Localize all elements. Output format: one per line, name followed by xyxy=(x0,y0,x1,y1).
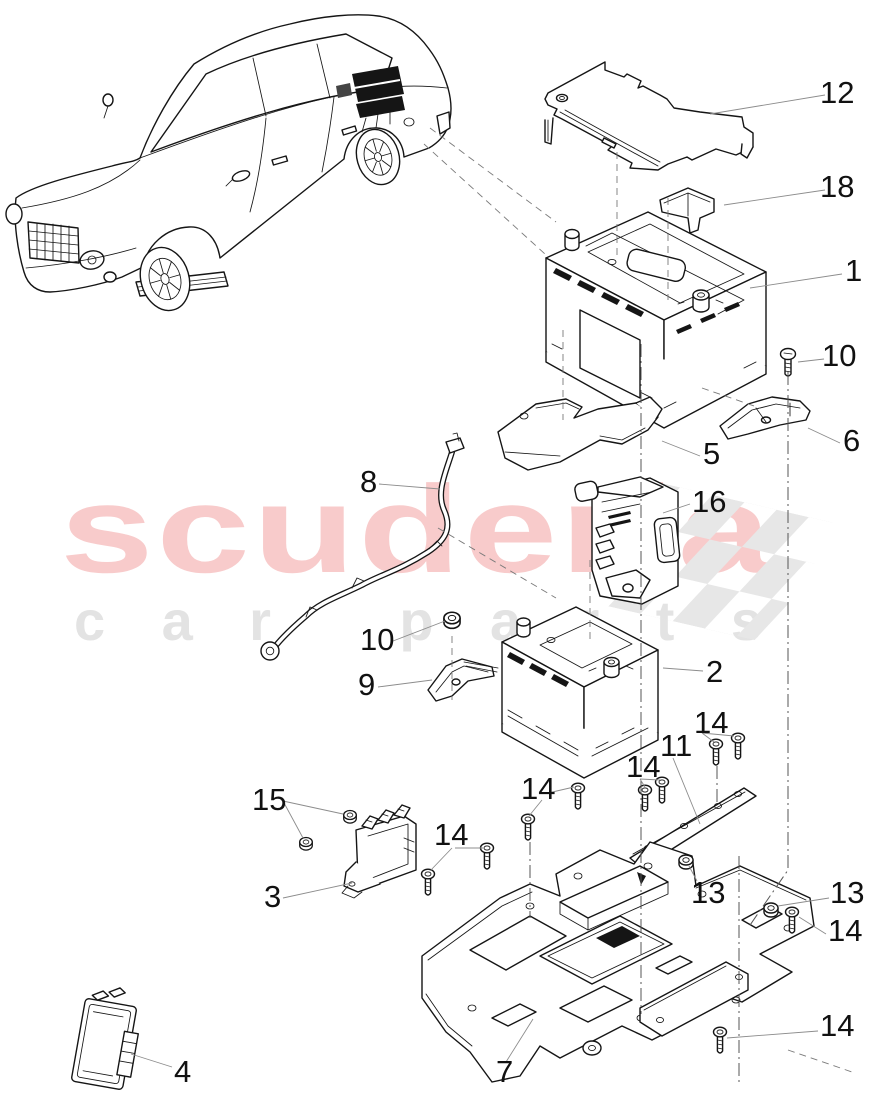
callout-11: 11 xyxy=(660,728,692,763)
callout-12: 12 xyxy=(820,75,854,110)
callout-8: 8 xyxy=(360,464,377,499)
callout-9: 9 xyxy=(358,667,375,702)
callout-10-right: 10 xyxy=(822,338,856,373)
callout-18: 18 xyxy=(820,169,854,204)
battery-location-highlight xyxy=(336,66,405,133)
part-battery-small xyxy=(501,606,659,779)
part-terminal-clamp-upper xyxy=(719,396,811,440)
callout-14-a: 14 xyxy=(694,705,728,740)
callout-4: 4 xyxy=(174,1054,191,1089)
car-locator-drawing xyxy=(5,14,452,312)
callout-7: 7 xyxy=(496,1054,513,1089)
part-control-unit xyxy=(71,987,139,1090)
callout-14-d: 14 xyxy=(434,817,468,852)
callout-13-right: 13 xyxy=(830,875,864,910)
callout-5: 5 xyxy=(703,436,720,471)
front-wheel xyxy=(139,246,191,312)
callout-3: 3 xyxy=(264,879,281,914)
construction-lines xyxy=(423,127,853,1082)
part-battery-cover-plate xyxy=(544,61,754,171)
callout-13-left: 13 xyxy=(691,875,725,910)
callout-10-left: 10 xyxy=(360,622,394,657)
part-battery-cable xyxy=(260,432,465,661)
callout-15: 15 xyxy=(252,782,286,817)
part-terminal-clamp-lower xyxy=(427,658,499,702)
callout-2: 2 xyxy=(706,654,723,689)
leader-lines xyxy=(130,94,843,1068)
part-heat-shield-plate xyxy=(497,396,663,471)
callout-14-f: 14 xyxy=(820,1008,854,1043)
part-battery-monitor-module xyxy=(574,476,681,605)
callout-labels: 12 18 1 10 6 5 16 8 10 9 2 14 11 14 14 1… xyxy=(174,75,864,1089)
callout-14-c: 14 xyxy=(521,771,555,806)
callout-14-e: 14 xyxy=(828,913,862,948)
callout-16: 16 xyxy=(692,484,726,519)
rear-wheel xyxy=(355,128,401,186)
part-battery-tray xyxy=(421,841,815,1083)
part-battery-large xyxy=(545,211,767,429)
part-module-with-bracket xyxy=(341,804,417,899)
callout-6: 6 xyxy=(843,423,860,458)
callout-1: 1 xyxy=(845,253,862,288)
callout-14-b: 14 xyxy=(626,749,660,784)
